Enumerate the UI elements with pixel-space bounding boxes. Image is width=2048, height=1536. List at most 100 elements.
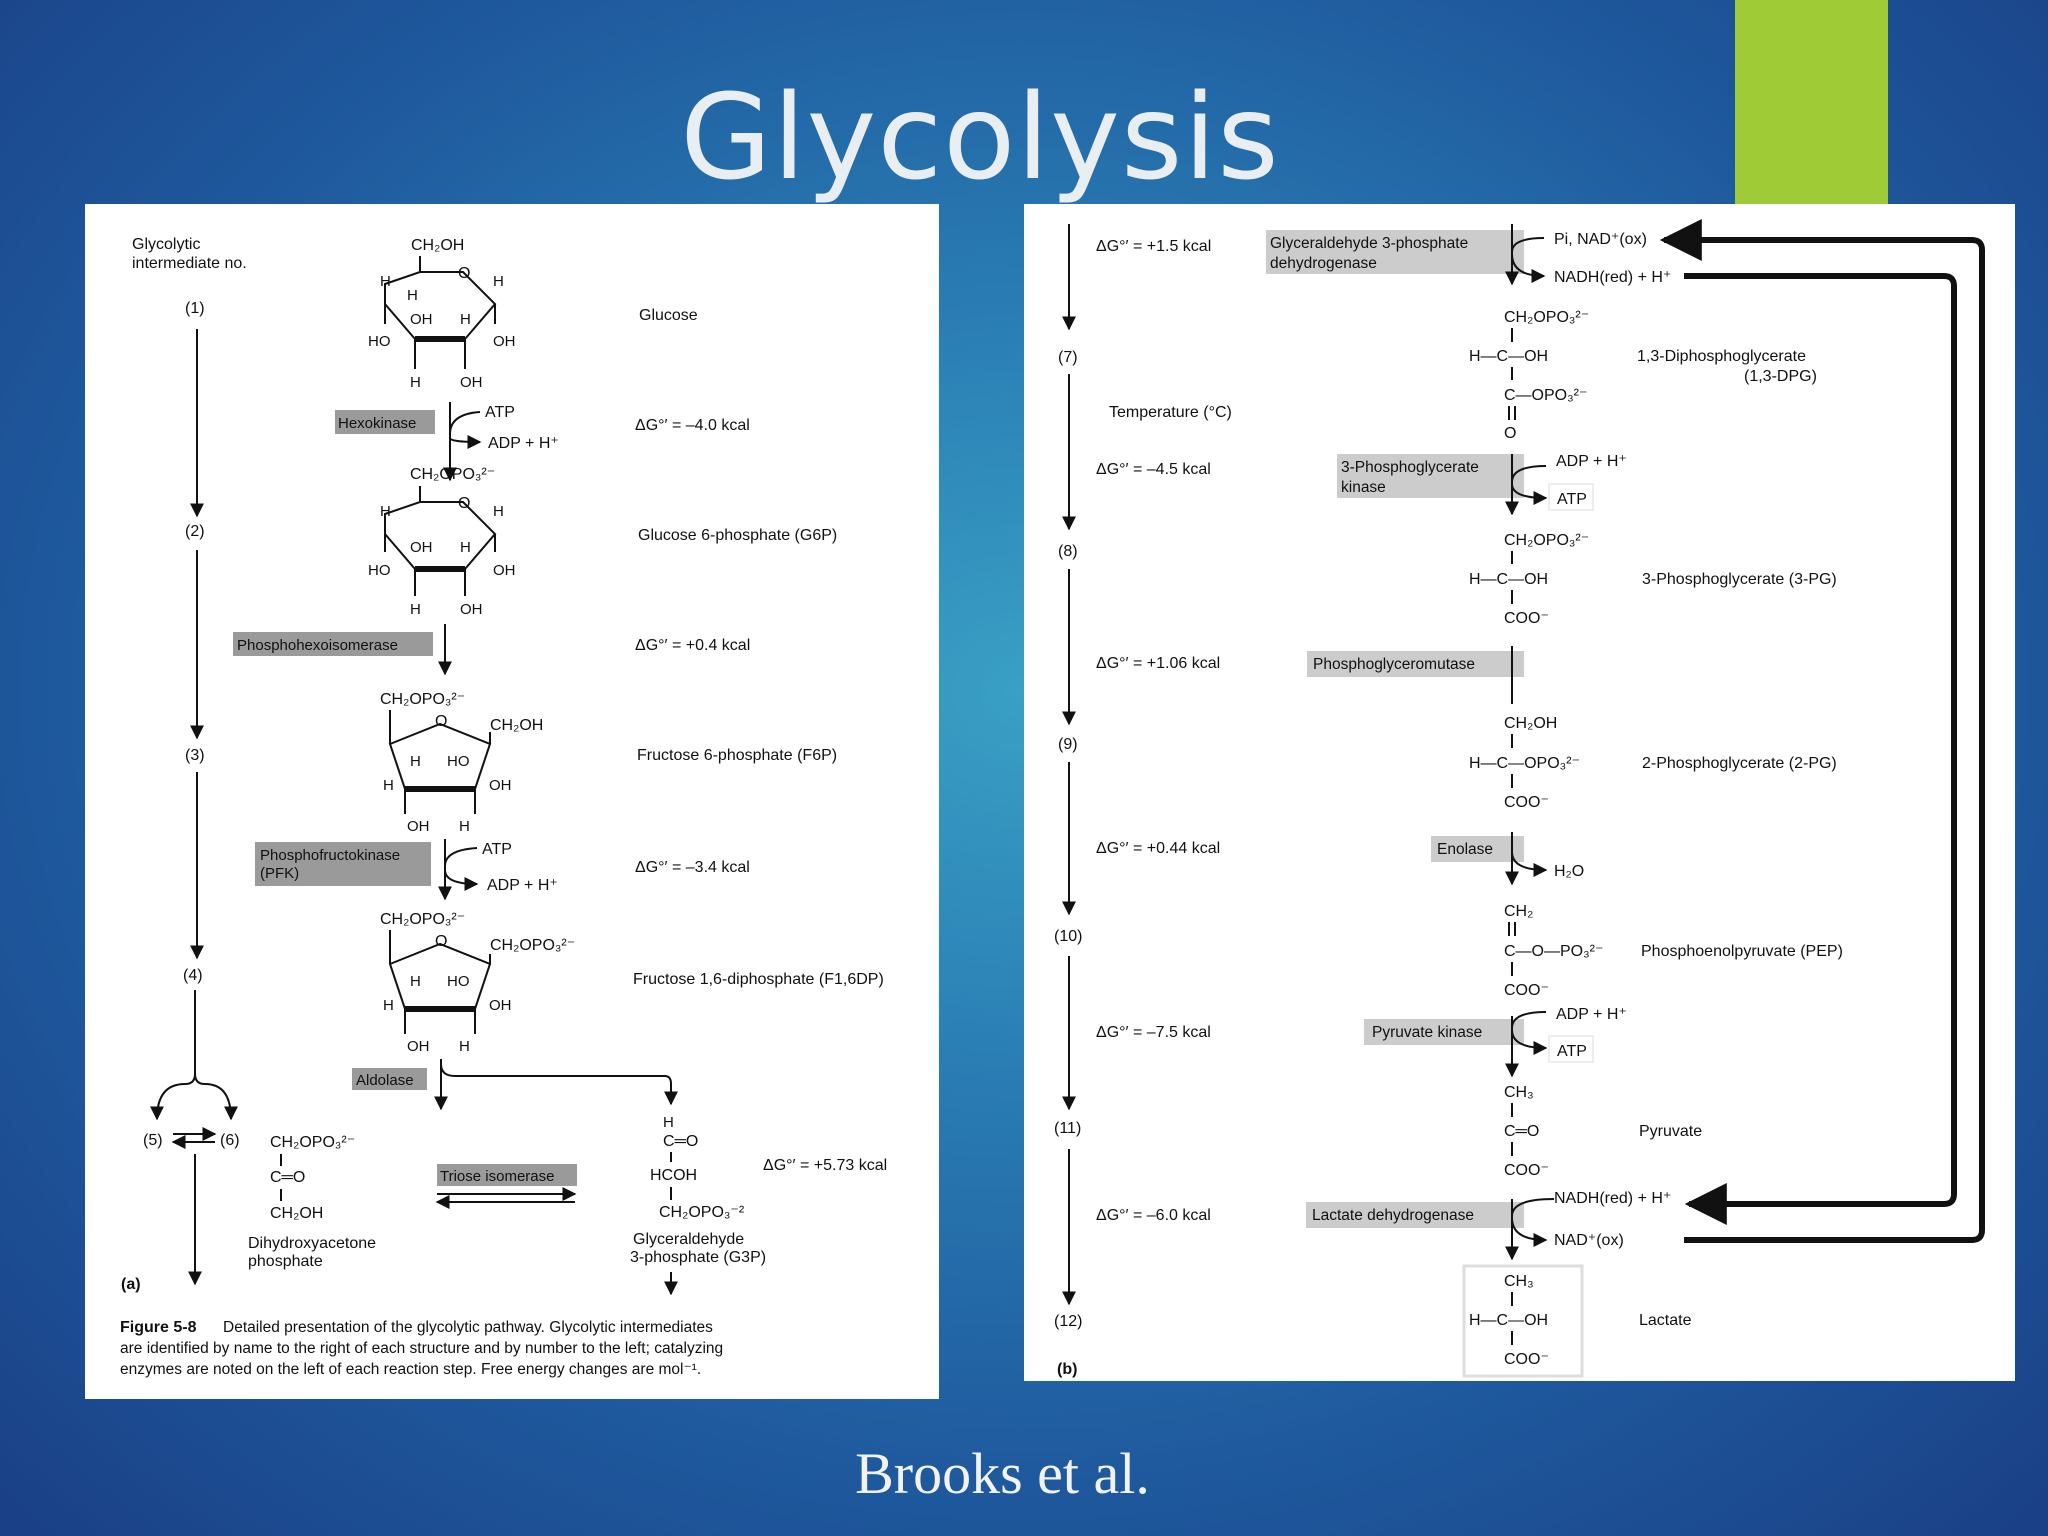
cofactor-nad: NAD⁺(ox) [1554, 1232, 1624, 1249]
panel-b-label: (b) [1057, 1361, 1077, 1378]
svg-text:CH₂OPO₃²⁻: CH₂OPO₃²⁻ [1504, 532, 1589, 549]
svg-text:H: H [459, 818, 470, 835]
cofactor-adp-3: ADP + H⁺ [1556, 453, 1627, 470]
enzyme-pgk-line2: kinase [1341, 479, 1386, 496]
enzyme-aldolase: Aldolase [356, 1072, 414, 1089]
step-number-11: (11) [1054, 1120, 1081, 1137]
svg-text:HO: HO [368, 562, 391, 579]
step-number-6: (6) [220, 1132, 240, 1149]
svg-text:OH: OH [493, 562, 516, 579]
step-number-10: (10) [1054, 928, 1082, 945]
svg-text:H—C—OH: H—C—OH [1469, 571, 1548, 588]
step-number-3: (3) [185, 747, 205, 764]
panel-a-figure: Glycolytic intermediate no. (1) (2) (3) … [85, 204, 939, 1399]
step-number-2: (2) [185, 523, 205, 540]
svg-text:H: H [407, 287, 418, 304]
delta-g-step2: ΔG°′ = +0.4 kcal [635, 637, 750, 654]
svg-text:H: H [410, 973, 421, 990]
svg-text:C—O—PO₃²⁻: C—O—PO₃²⁻ [1504, 943, 1603, 960]
svg-text:HCOH: HCOH [650, 1167, 697, 1184]
compound-dpg-line2: (1,3-DPG) [1744, 368, 1817, 385]
compound-dpg-line1: 1,3-Diphosphoglycerate [1637, 348, 1806, 365]
header-line-2: intermediate no. [132, 255, 247, 272]
cofactor-nadh-1: NADH(red) + H⁺ [1554, 269, 1671, 286]
svg-text:O: O [1504, 425, 1516, 442]
step-number-4: (4) [183, 967, 203, 984]
delta-g-step7: ΔG°′ = –4.5 kcal [1096, 461, 1211, 478]
svg-text:OH: OH [460, 374, 483, 391]
svg-text:CH₂OPO₃²⁻: CH₂OPO₃²⁻ [270, 1134, 355, 1151]
svg-text:CH₂OPO₃⁻²: CH₂OPO₃⁻² [659, 1204, 745, 1221]
svg-text:CH₂OPO₃²⁻: CH₂OPO₃²⁻ [490, 937, 575, 954]
delta-g-step1: ΔG°′ = –4.0 kcal [635, 417, 750, 434]
step-number-5: (5) [143, 1132, 163, 1149]
pyruvate-structure: CH₃ C═O COO⁻ [1504, 1084, 1549, 1179]
svg-text:COO⁻: COO⁻ [1504, 1351, 1549, 1368]
svg-text:C—OPO₃²⁻: C—OPO₃²⁻ [1504, 387, 1587, 404]
step-number-12: (12) [1054, 1313, 1082, 1330]
compound-pep: Phosphoenolpyruvate (PEP) [1641, 943, 1843, 960]
step-number-7: (7) [1058, 349, 1078, 366]
svg-text:H: H [663, 1114, 674, 1131]
svg-text:CH₂: CH₂ [1504, 903, 1533, 920]
delta-g-step3: ΔG°′ = –3.4 kcal [635, 859, 750, 876]
svg-text:OH: OH [489, 777, 512, 794]
svg-text:COO⁻: COO⁻ [1504, 610, 1549, 627]
step-number-9: (9) [1058, 736, 1078, 753]
lactate-structure: CH₃ H—C—OH COO⁻ [1469, 1273, 1549, 1368]
compound-glucose: Glucose [639, 307, 698, 324]
svg-text:H: H [460, 539, 471, 556]
svg-text:H: H [493, 503, 504, 520]
enzyme-enolase: Enolase [1437, 841, 1493, 858]
svg-text:H: H [460, 311, 471, 328]
svg-text:OH: OH [410, 311, 433, 328]
panel-a-label: (a) [121, 1276, 141, 1293]
svg-text:H—C—OH: H—C—OH [1469, 1312, 1548, 1329]
compound-g6p: Glucose 6-phosphate (G6P) [638, 527, 837, 544]
svg-text:OH: OH [407, 1038, 430, 1055]
svg-text:COO⁻: COO⁻ [1504, 1162, 1549, 1179]
enzyme-ldh: Lactate dehydrogenase [1312, 1207, 1474, 1224]
cofactor-adp-4: ADP + H⁺ [1556, 1006, 1627, 1023]
svg-text:H: H [383, 997, 394, 1014]
svg-text:CH₂OPO₃²⁻: CH₂OPO₃²⁻ [380, 911, 465, 928]
svg-text:COO⁻: COO⁻ [1504, 794, 1549, 811]
enzyme-hexokinase: Hexokinase [338, 415, 416, 432]
svg-text:H: H [493, 273, 504, 290]
delta-g-step6: ΔG°′ = +1.5 kcal [1096, 238, 1211, 255]
svg-text:CH₂OH: CH₂OH [1504, 715, 1557, 732]
svg-text:H—C—OPO₃²⁻: H—C—OPO₃²⁻ [1469, 755, 1580, 772]
delta-g-step8: ΔG°′ = +1.06 kcal [1096, 655, 1220, 672]
temperature-label: Temperature (°C) [1109, 404, 1232, 421]
delta-g-step11: ΔG°′ = –6.0 kcal [1096, 1207, 1211, 1224]
cofactor-atp-3: ATP [1557, 491, 1587, 508]
compound-lactate: Lactate [1639, 1312, 1692, 1329]
enzyme-pgm: Phosphoglyceromutase [1313, 656, 1475, 673]
svg-text:H: H [410, 374, 421, 391]
pg2-structure: CH₂OH H—C—OPO₃²⁻ COO⁻ [1469, 715, 1580, 811]
compound-dhap-line2: phosphate [248, 1253, 323, 1270]
delta-g-step5: ΔG°′ = +5.73 kcal [763, 1157, 887, 1174]
compound-pyruvate: Pyruvate [1639, 1123, 1702, 1140]
cofactor-atp-2: ATP [482, 841, 512, 858]
slide-title: Glycolysis [680, 68, 1280, 206]
cofactor-h2o: H₂O [1554, 863, 1584, 880]
step-number-8: (8) [1058, 543, 1078, 560]
cofactor-atp-4: ATP [1557, 1043, 1587, 1060]
enzyme-g3pdh-line2: dehydrogenase [1270, 255, 1377, 272]
delta-g-step9: ΔG°′ = +0.44 kcal [1096, 840, 1220, 857]
header-line-1: Glycolytic [132, 236, 200, 253]
cofactor-adp-1: ADP + H⁺ [488, 435, 559, 452]
svg-text:C═O: C═O [663, 1133, 698, 1150]
enzyme-pfk-line2: (PFK) [260, 865, 299, 882]
enzyme-pk: Pyruvate kinase [1372, 1024, 1482, 1041]
compound-g3p-line2: 3-phosphate (G3P) [630, 1249, 766, 1266]
enzyme-pfk-line1: Phosphofructokinase [260, 847, 400, 864]
svg-text:O: O [435, 933, 447, 950]
g3p-structure: H C═O HCOH CH₂OPO₃⁻² [650, 1114, 745, 1221]
svg-text:CH₂OH: CH₂OH [490, 717, 543, 734]
